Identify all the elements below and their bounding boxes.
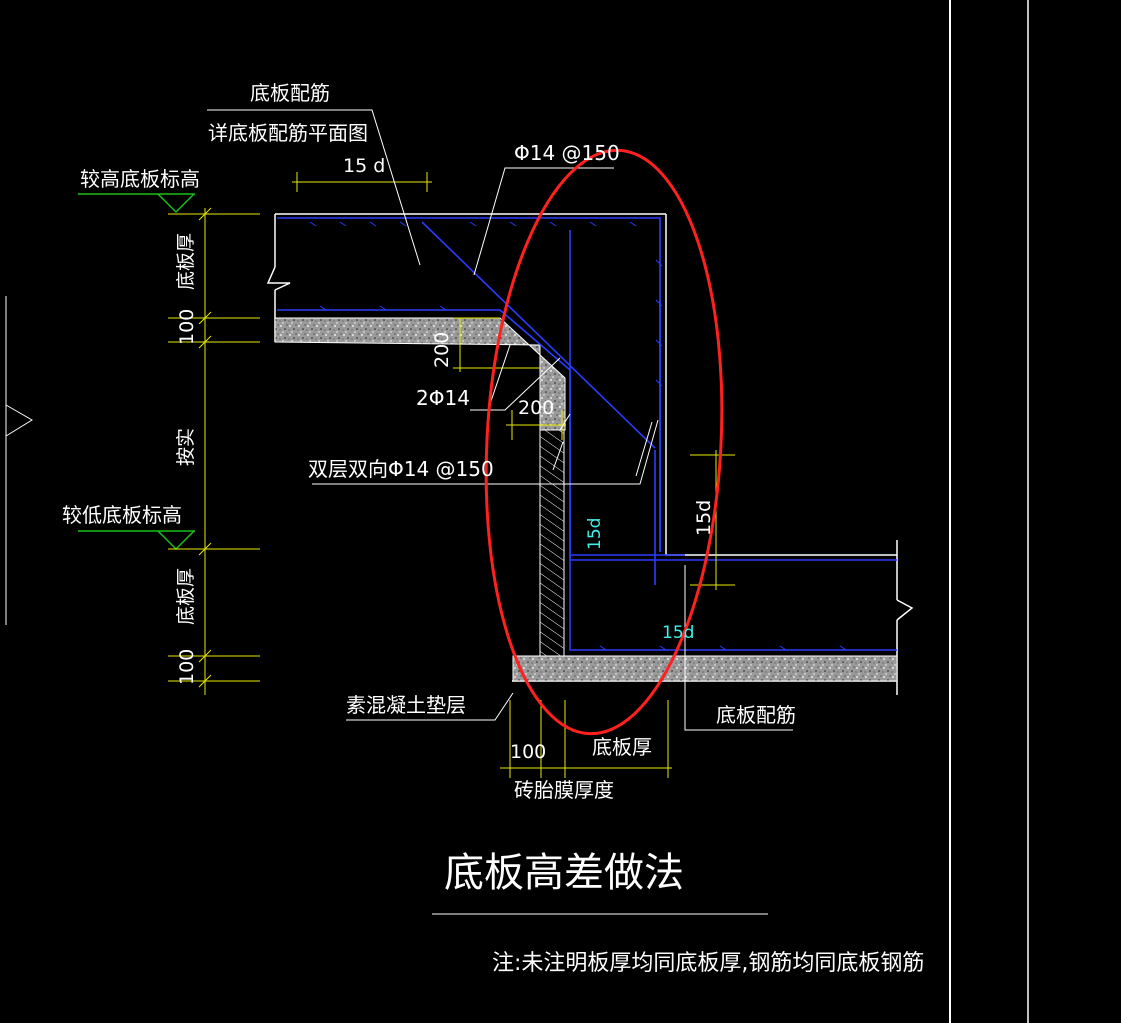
plain-concrete-cushion (274, 317, 898, 682)
label-variable-height: 按实 (175, 428, 197, 466)
drawing-frame-lines (5, 0, 1029, 1023)
label-see-plan: 详底板配筋平面图 (208, 121, 368, 145)
label-dim-15d-right: 15d (693, 500, 715, 536)
drawing-note: 注:未注明板厚均同底板厚,钢筋均同底板钢筋 (492, 951, 924, 976)
rebar-lines (277, 217, 897, 651)
drawing-title: 底板高差做法 (444, 850, 684, 896)
dimension-lines (168, 172, 735, 778)
label-bars-2phi14: 2Φ14 (416, 386, 470, 410)
label-slab-rebar-bottom: 底板配筋 (716, 703, 796, 727)
brick-mold-hatch (539, 429, 565, 657)
label-dim-100-bottom: 100 (510, 741, 546, 763)
label-dim-100-upper: 100 (176, 309, 198, 345)
label-higher-elevation: 较高底板标高 (80, 167, 200, 191)
label-dim-15d-top: 15 d (343, 155, 385, 177)
concrete-outline (266, 213, 914, 695)
highlight-ellipse (484, 148, 724, 736)
label-dim-200-b: 200 (518, 397, 554, 419)
rebar-tick-marks (309, 221, 847, 651)
elevation-marker-high (78, 193, 195, 214)
label-slab-thickness-upper: 底板厚 (175, 233, 197, 290)
label-slab-thickness-bottom: 底板厚 (592, 735, 652, 759)
label-plain-concrete-cushion: 素混凝土垫层 (346, 693, 466, 717)
leader-lines (207, 109, 793, 731)
label-slab-rebar-top: 底板配筋 (250, 81, 330, 105)
label-dim-200-a: 200 (431, 332, 453, 368)
label-rebar-spec-top: Φ14 @150 (514, 141, 620, 165)
label-double-layer-rebar: 双层双向Φ14 @150 (308, 457, 494, 481)
elevation-marker-low (78, 530, 195, 551)
label-dim-100-lower: 100 (176, 649, 198, 685)
label-dim-15d-bottom: 15d (662, 623, 694, 643)
label-slab-thickness-lower: 底板厚 (175, 568, 197, 625)
label-brick-mold-thickness: 砖胎膜厚度 (514, 778, 614, 802)
label-lower-elevation: 较低底板标高 (62, 503, 182, 527)
label-dim-15d-mid: 15d (585, 518, 605, 550)
